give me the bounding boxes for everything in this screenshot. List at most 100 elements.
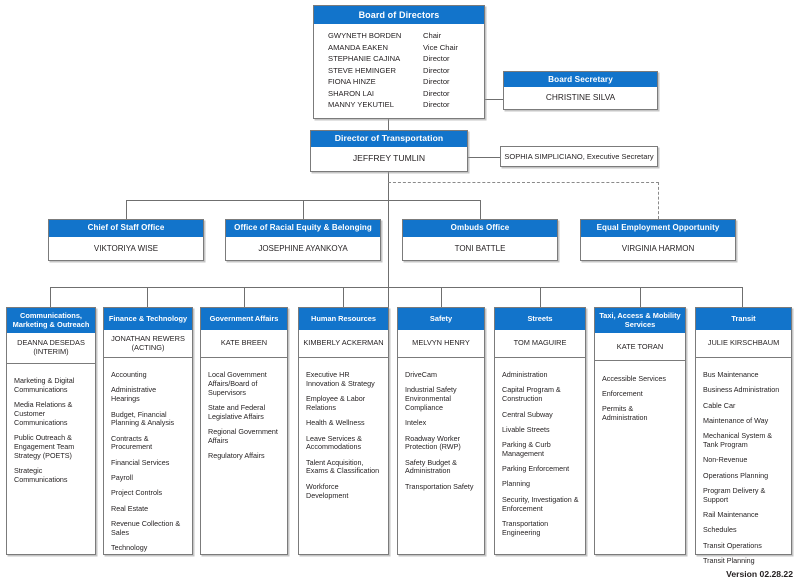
board-member-list: GWYNETH BORDEN Chair AMANDA EAKEN Vice C…: [314, 24, 484, 118]
division-lead: KIMBERLY ACKERMAN: [299, 330, 388, 358]
office-chief-of-staff: Chief of Staff Office VIKTORIYA WISE: [48, 219, 204, 262]
board-member-role: Vice Chair: [423, 42, 458, 52]
division-unit: Regional Government Affairs: [208, 427, 278, 445]
connector-division-1-drop: [147, 287, 148, 307]
division-unit: Accounting: [111, 370, 147, 380]
division-title: Safety: [398, 308, 484, 330]
division-human-resources: Human Resources KIMBERLY ACKERMAN Execut…: [298, 307, 389, 555]
division-unit: Parking & Curb Management: [502, 440, 551, 458]
division-unit: Maintenance of Way: [703, 416, 769, 426]
office-equal-employment-opportunity: Equal Employment Opportunity VIRGINIA HA…: [580, 219, 736, 262]
division-unit: Livable Streets: [502, 424, 550, 434]
division-unit: Transit Operations: [703, 540, 762, 550]
connector-director-trunk: [388, 172, 389, 307]
division-unit: Industrial Safety Environmental Complian…: [405, 385, 457, 413]
division-unit: Safety Budget & Administration: [405, 457, 457, 476]
division-unit: Contracts & Procurement: [111, 433, 153, 452]
board-member-role: Director: [423, 77, 450, 87]
division-title: Transit: [696, 308, 791, 330]
board-member-row: GWYNETH BORDEN Chair: [328, 30, 474, 42]
division-lead: KATE TORAN: [595, 333, 685, 362]
director-title: Director of Transportation: [311, 131, 467, 147]
division-unit: Transportation Engineering: [502, 518, 549, 537]
board-member-name: GWYNETH BORDEN: [328, 31, 402, 41]
division-unit: Roadway Worker Protection (RWP): [405, 433, 461, 452]
division-unit: Bus Maintenance: [703, 370, 759, 380]
division-unit: Transit Planning: [703, 555, 755, 565]
connector-office-2-drop: [480, 200, 481, 219]
board-member-row: FIONA HINZE Director: [328, 76, 474, 88]
division-unit: Non-Revenue: [703, 455, 748, 465]
division-lead: MELVYN HENRY: [398, 330, 484, 358]
division-title: Communications, Marketing & Outreach: [7, 308, 95, 334]
division-unit: Budget, Financial Planning & Analysis: [111, 409, 175, 428]
division-unit-list: Administration Capital Program & Constru…: [495, 365, 585, 550]
division-unit: Regulatory Affairs: [208, 451, 265, 461]
division-unit: Media Relations & Customer Communication…: [14, 400, 73, 427]
division-title: Human Resources: [299, 308, 388, 330]
division-lead: TOM MAGUIRE: [495, 330, 585, 358]
division-unit: Administrative Hearings: [111, 385, 157, 404]
connector-division-0-drop: [50, 287, 51, 307]
division-unit: Public Outreach & Engagement Team Strate…: [14, 433, 75, 460]
division-unit-list: DriveCam Industrial Safety Environmental…: [398, 365, 484, 547]
connector-division-7-drop: [742, 287, 743, 307]
director-of-transportation-box: Director of Transportation JEFFREY TUMLI…: [310, 130, 468, 172]
board-secretary-title: Board Secretary: [504, 72, 657, 88]
board-member-role: Chair: [423, 31, 442, 41]
executive-secretary-text: SOPHIA SIMPLICIANO, Executive Secretary: [504, 152, 654, 161]
connector-board-to-director: [388, 110, 389, 130]
board-of-directors-box: Board of Directors GWYNETH BORDEN Chair …: [313, 5, 485, 119]
office-title: Office of Racial Equity & Belonging: [226, 220, 380, 237]
division-lead: KATE BREEN: [201, 330, 287, 358]
board-member-name: FIONA HINZE: [328, 77, 376, 87]
board-secretary-box: Board Secretary CHRISTINE SILVA: [503, 71, 658, 110]
division-unit: Health & Wellness: [306, 418, 365, 428]
office-name: JOSEPHINE AYANKOYA: [258, 243, 348, 253]
division-unit-list: Bus Maintenance Business Administration …: [696, 365, 791, 578]
division-unit: DriveCam: [405, 370, 437, 380]
division-unit: Enforcement: [602, 388, 643, 398]
division-title: Finance & Technology: [104, 308, 192, 330]
division-unit: State and Federal Legislative Affairs: [208, 403, 266, 421]
director-name: JEFFREY TUMLIN: [352, 152, 426, 163]
division-transit: Transit JULIE KIRSCHBAUM Bus Maintenance…: [695, 307, 792, 565]
division-unit: Intelex: [405, 418, 427, 428]
board-member-name: SHARON LAI: [328, 88, 374, 98]
connector-office-0-drop: [126, 200, 127, 219]
division-unit: Transportation Safety: [405, 481, 474, 491]
board-member-row: STEPHANIE CAJINA Director: [328, 53, 474, 65]
division-unit: Project Controls: [111, 488, 163, 498]
board-member-role: Director: [423, 88, 450, 98]
board-member-name: STEVE HEMINGER: [328, 65, 396, 75]
division-unit: Security, Investigation & Enforcement: [502, 494, 579, 513]
version-label: Version 02.28.22: [726, 569, 793, 579]
division-unit: Financial Services: [111, 457, 170, 467]
division-unit: Real Estate: [111, 503, 149, 513]
division-unit: Cable Car: [703, 400, 736, 410]
connector-division-3-drop: [343, 287, 344, 307]
board-member-role: Director: [423, 65, 450, 75]
division-unit: Executive HR Innovation & Strategy: [306, 370, 375, 388]
connector-divisions-bus: [50, 287, 742, 288]
board-member-name: MANNY YEKUTIEL: [328, 100, 394, 110]
division-unit: Revenue Collection & Sales: [111, 518, 181, 537]
division-title: Government Affairs: [201, 308, 287, 330]
office-title: Ombuds Office: [403, 220, 557, 237]
division-finance-technology: Finance & Technology JONATHAN REWERS (AC…: [103, 307, 193, 555]
division-title: Streets: [495, 308, 585, 330]
division-unit: Rail Maintenance: [703, 510, 759, 519]
division-unit: Parking Enforcement: [502, 464, 570, 474]
board-secretary-name: CHRISTINE SILVA: [545, 92, 616, 103]
board-member-role: Director: [423, 100, 450, 110]
board-member-row: STEVE HEMINGER Director: [328, 65, 474, 77]
division-unit: Business Administration: [703, 385, 780, 395]
connector-division-2-drop: [244, 287, 245, 307]
board-member-row: SHARON LAI Director: [328, 88, 474, 100]
board-member-row: AMANDA EAKEN Vice Chair: [328, 42, 474, 54]
division-unit: Payroll: [111, 472, 133, 482]
board-member-row: MANNY YEKUTIEL Director: [328, 99, 474, 111]
division-government-affairs: Government Affairs KATE BREEN Local Gove…: [200, 307, 288, 555]
office-racial-equity-belonging: Office of Racial Equity & Belonging JOSE…: [225, 219, 381, 262]
